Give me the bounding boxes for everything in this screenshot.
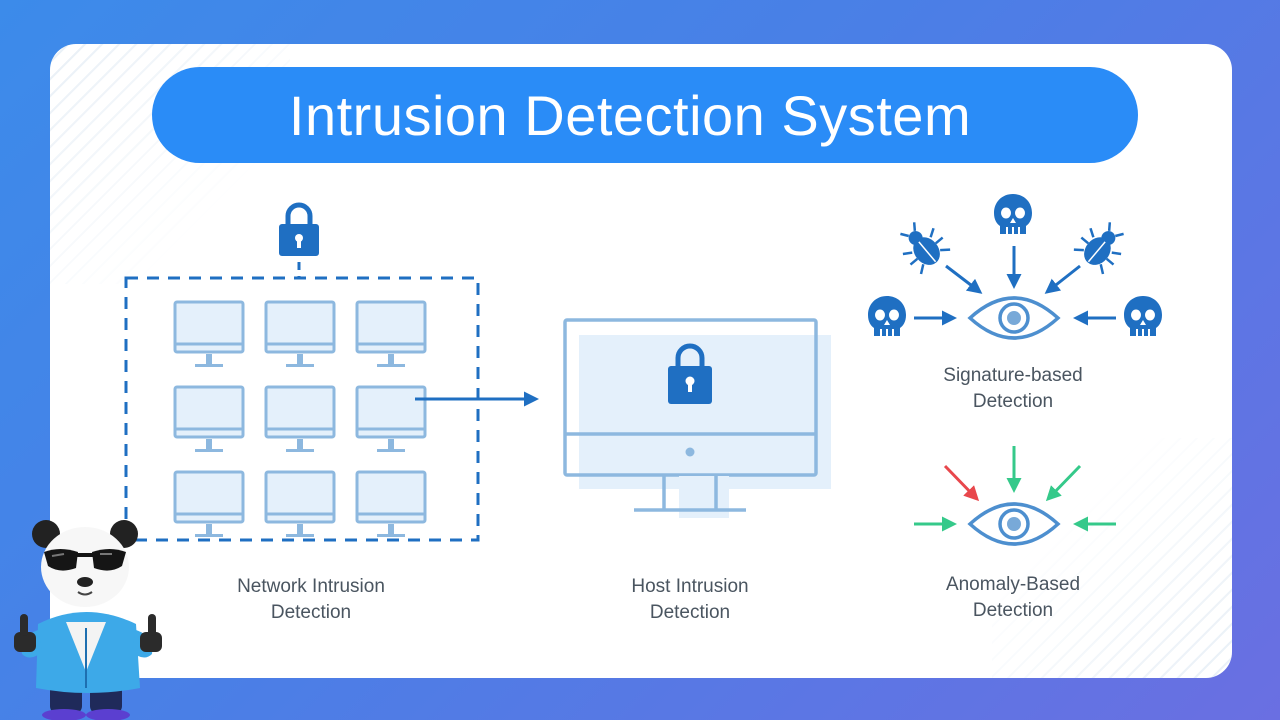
computer-icon xyxy=(173,300,245,369)
bug-icon xyxy=(889,213,954,278)
computer-icon xyxy=(355,300,427,369)
computer-icon xyxy=(264,470,336,539)
computer-icon xyxy=(173,385,245,454)
arrow-icon xyxy=(945,264,983,294)
skull-icon xyxy=(1123,295,1163,337)
signature-detection-label: Signature-based Detection xyxy=(943,365,1083,412)
arrow-icon xyxy=(1044,264,1081,294)
panda-mascot xyxy=(14,520,162,720)
network-boundary xyxy=(124,276,480,542)
skull-icon xyxy=(993,193,1033,235)
malicious-arrow-icon xyxy=(943,464,980,502)
host-monitor-icon xyxy=(563,318,831,518)
anomaly-detection-label: Anomaly-Based Detection xyxy=(945,574,1081,621)
host-lock-icon xyxy=(668,343,712,404)
computer-icon xyxy=(355,385,427,454)
page-title: Intrusion Detection System xyxy=(288,83,972,147)
decorative-hatch-bottom-right xyxy=(992,438,1232,678)
skull-icon xyxy=(867,295,907,337)
eye-icon xyxy=(968,296,1060,340)
normal-arrow-icon xyxy=(1045,464,1082,502)
computer-icon xyxy=(264,385,336,454)
computer-icon xyxy=(264,300,336,369)
computer-icon xyxy=(355,470,427,539)
title-banner: Intrusion Detection System xyxy=(152,67,1138,163)
host-intrusion-label: Host Intrusion Detection xyxy=(631,576,749,623)
network-intrusion-label: Network Intrusion Detection xyxy=(237,576,385,623)
computer-icon xyxy=(173,470,245,539)
bug-icon xyxy=(1070,213,1135,278)
network-lock-icon xyxy=(279,202,319,256)
eye-icon xyxy=(968,502,1060,546)
